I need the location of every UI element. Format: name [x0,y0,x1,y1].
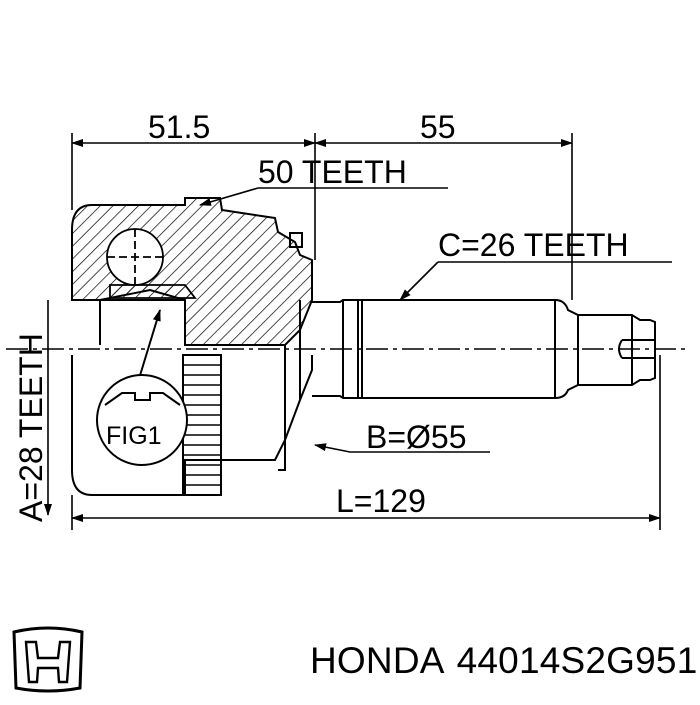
teeth-50-label: 50 TEETH [258,154,407,190]
dim-label-55: 55 [420,109,456,145]
fig1-callout [96,309,188,466]
fig1-label: FIG1 [106,422,162,450]
ball-cage [106,228,197,299]
dim-label-51-5: 51.5 [148,109,210,145]
dim-b-leader [314,443,490,453]
abs-ring-teeth [183,364,221,486]
teeth-c-leader [399,261,672,301]
part-number: 44014S2G951 [456,640,698,681]
stem-shaft [312,299,656,399]
footer-caption: HONDA 44014S2G951 [310,640,700,682]
housing-collar [278,232,303,471]
honda-h-logo-icon [12,626,84,693]
brand-name: HONDA [310,640,445,681]
teeth-c-label: C=26 TEETH [438,227,629,263]
teeth-a-label: A=28 TEETH [13,333,49,522]
dim-l-label: L=129 [336,483,426,519]
dim-b-label: B=Ø55 [366,419,467,455]
teeth-50-leader [199,187,448,206]
dim-l-group [71,355,661,530]
top-dimension-group [71,133,573,300]
